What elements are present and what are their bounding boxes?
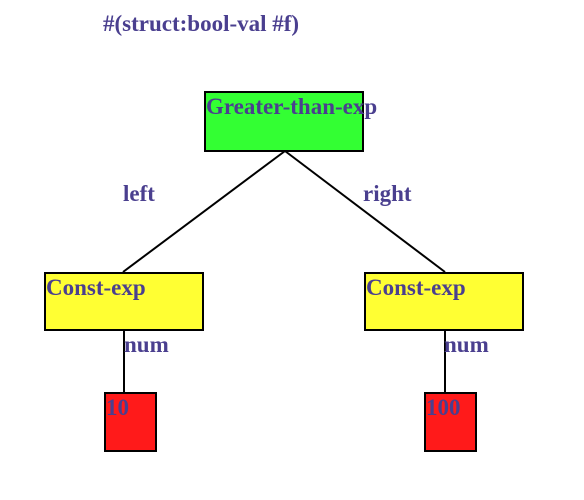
left-leaf-label: 10 xyxy=(106,395,129,420)
edge-label-left-num: num xyxy=(124,332,169,357)
right-const-node-label: Const-exp xyxy=(366,275,466,300)
left-leaf-node: 10 xyxy=(104,392,157,452)
left-const-node-label: Const-exp xyxy=(46,275,146,300)
diagram-title: #(struct:bool-val #f) xyxy=(103,11,300,36)
edge-label-right-num: num xyxy=(444,332,489,357)
right-const-node: Const-exp xyxy=(364,272,524,331)
edge-label-right: right xyxy=(363,181,412,206)
root-node: Greater-than-exp xyxy=(204,91,377,152)
edge-label-left: left xyxy=(123,181,155,206)
edge-root-left xyxy=(122,150,286,273)
edge-root-right xyxy=(284,150,446,273)
left-const-node: Const-exp xyxy=(44,272,204,331)
right-leaf-label: 100 xyxy=(426,395,461,420)
right-leaf-node: 100 xyxy=(424,392,477,452)
root-node-label: Greater-than-exp xyxy=(206,94,378,119)
